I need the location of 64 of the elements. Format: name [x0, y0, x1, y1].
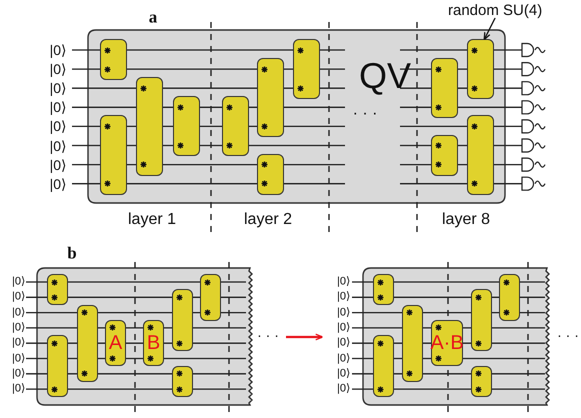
ket-label: |0⟩: [50, 62, 66, 76]
ket-label: |0⟩: [50, 138, 66, 152]
gate-box: [47, 274, 68, 306]
ellipsis-text: · · ·: [352, 106, 378, 122]
gate-box: [136, 77, 163, 176]
gate-box: [499, 274, 520, 321]
ket-label: |0⟩: [12, 322, 25, 334]
ket-label: |0⟩: [12, 292, 25, 303]
ket-label: |0⟩: [337, 338, 350, 349]
ket-label: |0⟩: [12, 307, 25, 318]
gate-box: [105, 320, 126, 366]
ket-label: |0⟩: [12, 338, 25, 349]
gate-box: [431, 134, 458, 176]
gate-box: [293, 39, 320, 100]
ket-label: |0⟩: [337, 384, 350, 395]
ket-label: |0⟩: [337, 368, 350, 380]
ket-label: |0⟩: [50, 81, 66, 96]
ellipsis-text: · · ·: [257, 328, 279, 342]
panel-heading: b: [67, 244, 77, 262]
ellipsis-text: · · ·: [557, 328, 579, 342]
ket-label: |0⟩: [12, 384, 25, 395]
gate-box: [402, 304, 423, 382]
layer-label: layer 8: [442, 212, 490, 228]
gate-box: [467, 115, 494, 195]
gate-box: [47, 335, 68, 398]
gate-box: [200, 274, 221, 321]
gate-box: [143, 320, 164, 366]
leader-line: [484, 18, 496, 40]
ket-label: |0⟩: [50, 43, 66, 57]
layer-label: layer 2: [244, 212, 292, 228]
gate-box: [373, 274, 394, 306]
ket-label: |0⟩: [337, 353, 350, 364]
ket-label: |0⟩: [337, 276, 350, 288]
ket-label: |0⟩: [12, 353, 25, 364]
ket-label: |0⟩: [50, 119, 66, 134]
ket-label: |0⟩: [337, 322, 350, 334]
gate-box: [373, 335, 394, 398]
ket-label: |0⟩: [50, 158, 66, 172]
arrow: [286, 334, 324, 340]
ket-label: |0⟩: [337, 292, 350, 303]
layer-label: layer 1: [128, 212, 176, 228]
gate-box: [257, 154, 284, 195]
gate-box: [431, 58, 458, 118]
gate-box: [77, 304, 98, 382]
panel-title: QV: [359, 58, 411, 94]
gate-box: [471, 289, 492, 352]
gate-box: [471, 366, 492, 398]
ket-label: |0⟩: [12, 368, 25, 380]
gate-label: A: [108, 333, 122, 354]
panel-heading: a: [148, 8, 158, 26]
callout-text: random SU(4): [448, 3, 542, 18]
gate-box: [100, 115, 127, 195]
gate-box: [257, 58, 284, 138]
gate-box: [172, 366, 193, 398]
ket-label: |0⟩: [337, 307, 350, 318]
ket-label: |0⟩: [50, 176, 66, 191]
gate-box: [100, 39, 127, 80]
gate-box: [222, 96, 249, 156]
gate-label: B: [146, 333, 160, 354]
gate-box: [467, 39, 494, 100]
gate-box: [173, 96, 200, 156]
ket-label: |0⟩: [50, 100, 66, 114]
gate-box: [172, 289, 193, 352]
ket-label: |0⟩: [12, 276, 25, 288]
